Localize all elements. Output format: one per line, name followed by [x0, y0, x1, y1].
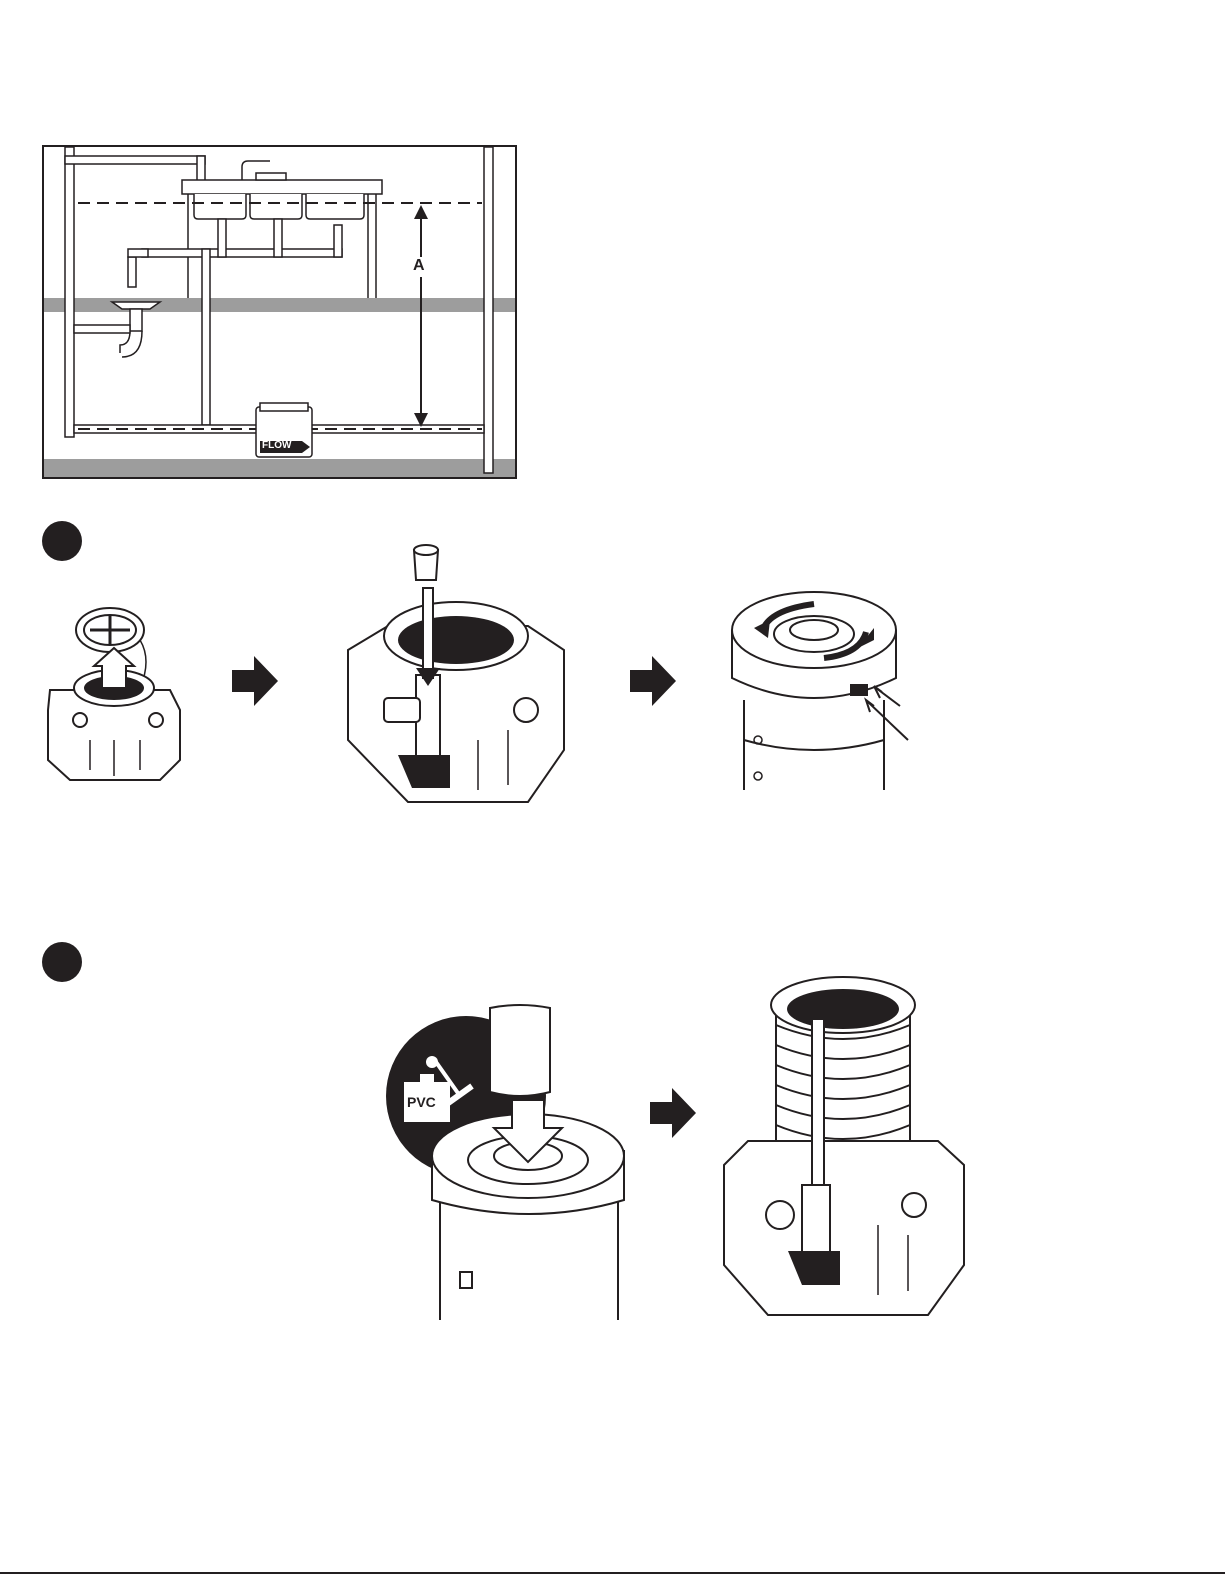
arrow-right-icon	[630, 656, 676, 706]
arrow-right-icon	[232, 656, 278, 706]
plumbing-diagram	[42, 145, 517, 479]
arrow-right-icon	[650, 1088, 696, 1138]
step-2-pvc-cement-illustration	[380, 1000, 640, 1320]
step-1-twist-lid-illustration	[728, 590, 918, 790]
step-1-remove-lid-illustration	[40, 600, 190, 790]
flow-label: FLOW	[262, 440, 291, 451]
pvc-label: PVC	[407, 1094, 436, 1110]
step-1-insert-fitting-illustration	[328, 540, 573, 825]
step-1-badge	[42, 521, 82, 561]
dimension-label-a: A	[413, 257, 425, 275]
step-2-badge	[42, 942, 82, 982]
bottom-rule	[0, 1572, 1225, 1574]
step-2-assembled-illustration	[718, 965, 968, 1325]
